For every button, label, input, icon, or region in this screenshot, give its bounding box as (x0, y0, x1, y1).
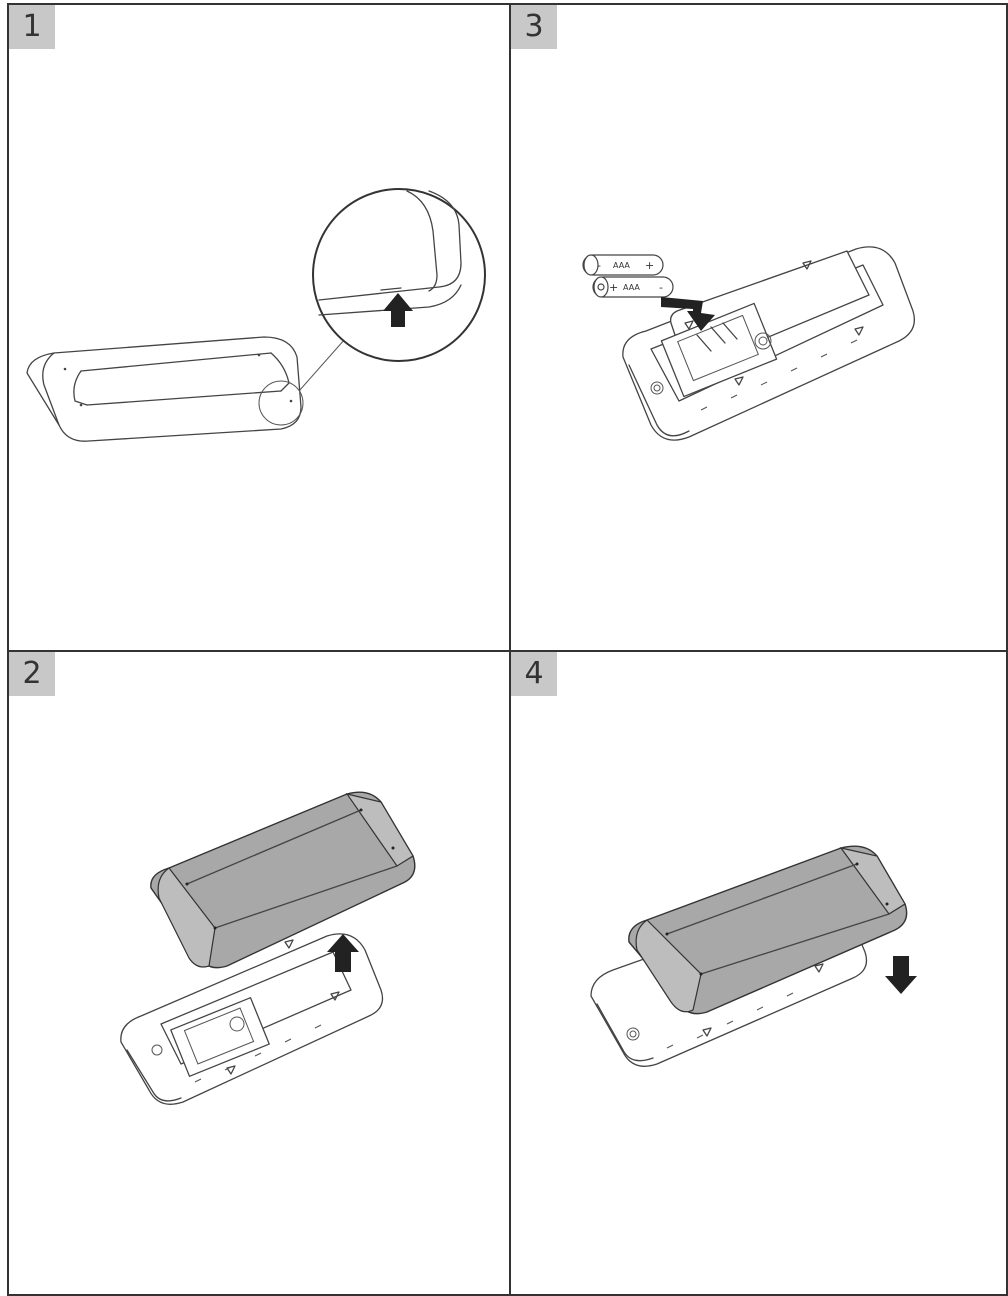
svg-text:+: + (609, 281, 618, 294)
down-arrow-icon (885, 956, 917, 994)
magnified-detail (312, 188, 486, 362)
remote-closed-illustration (26, 188, 486, 442)
up-arrow-icon (327, 934, 359, 972)
battery-cover-closing (628, 845, 908, 1015)
step-panel-3: 3 (509, 3, 1008, 652)
remote-closed (26, 336, 302, 442)
remove-cover-illustration (120, 791, 416, 1105)
replace-cover-illustration (590, 845, 917, 1067)
step-panel-2: 2 (7, 650, 511, 1296)
step-panel-1: 1 (7, 3, 511, 652)
svg-text:AAA: AAA (613, 261, 630, 270)
svg-text:+: + (645, 259, 654, 272)
insert-batteries-illustration: - AAA + + AAA - (582, 246, 916, 441)
battery-cover-lifted (150, 791, 416, 969)
step-panel-4: 4 (509, 650, 1008, 1296)
svg-text:-: - (597, 259, 601, 272)
up-arrow-icon (383, 293, 413, 327)
step-number-badge-4: 4 (511, 652, 557, 696)
step-number-badge-2: 2 (9, 652, 55, 696)
battery-top: - AAA + (582, 254, 664, 276)
battery-bottom: + AAA - (592, 276, 674, 298)
insert-arrow-icon (661, 297, 715, 331)
svg-text:AAA: AAA (623, 283, 640, 292)
remote-open-battery-compartment (622, 246, 916, 441)
svg-text:-: - (659, 281, 663, 294)
step-number-badge-1: 1 (9, 5, 55, 49)
step-number-badge-3: 3 (511, 5, 557, 49)
detail-highlight-circle (258, 380, 304, 426)
remote-open-body (120, 933, 384, 1105)
